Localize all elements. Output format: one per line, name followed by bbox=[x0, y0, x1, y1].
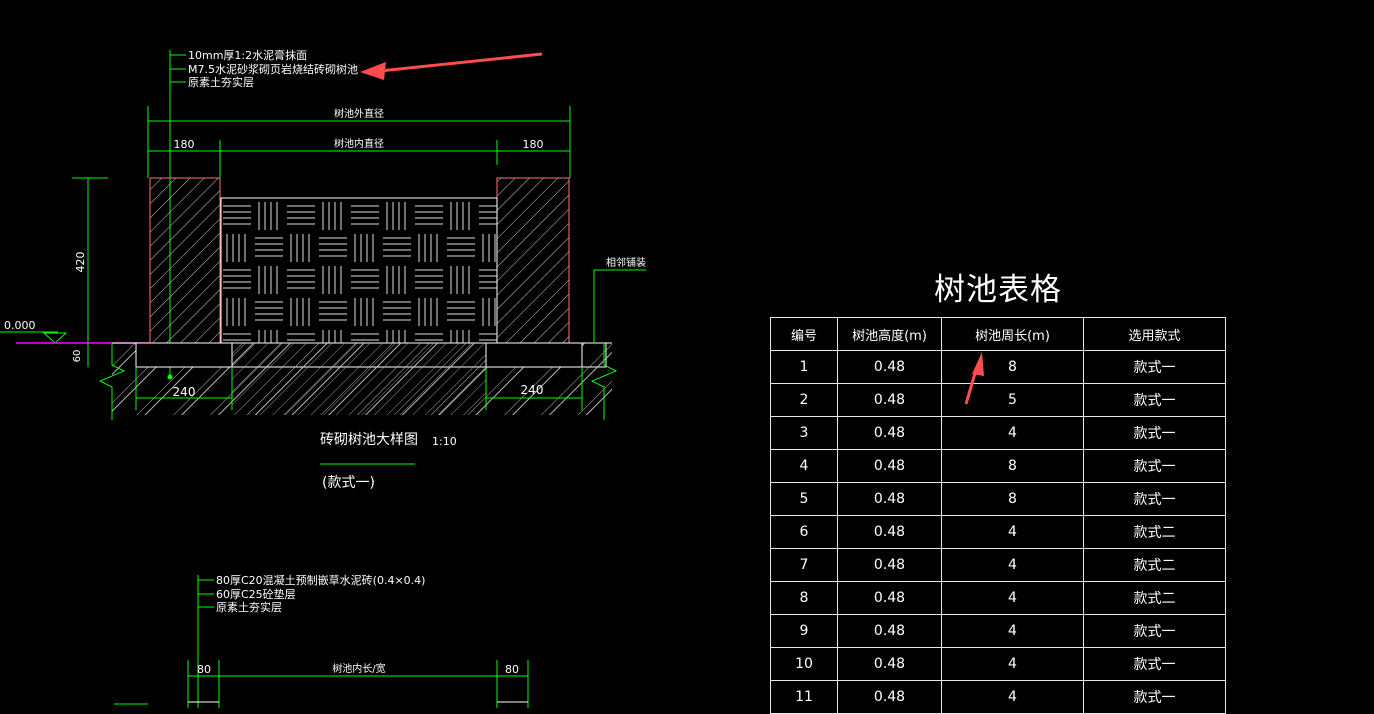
dim-height: 420 60 bbox=[72, 177, 108, 367]
detail2-inner-label: 树池内长/宽 bbox=[332, 662, 385, 675]
brick-wall-right bbox=[496, 177, 570, 344]
table-header-row: 编号 树池高度(m) 树池周长(m) 选用款式 bbox=[770, 317, 1226, 351]
brick-wall-left bbox=[149, 177, 221, 344]
elevation-marker: 0.000 bbox=[0, 319, 68, 344]
detail2: 80厚C20混凝土预制嵌草水泥砖(0.4×0.4) 60厚C25砼垫层 原素土夯… bbox=[114, 573, 529, 708]
dim-foot-left: 240 bbox=[173, 385, 196, 399]
header-height: 树池高度(m) bbox=[837, 317, 942, 351]
note-1: 10mm厚1:2水泥膏抹面 bbox=[188, 48, 307, 62]
header-style: 选用款式 bbox=[1083, 317, 1226, 351]
dim-foot: 240 240 bbox=[135, 367, 583, 410]
annotation-arrow bbox=[360, 52, 543, 80]
detail-scale: 1:10 bbox=[432, 435, 457, 448]
detail2-note-3: 原素土夯实层 bbox=[216, 600, 282, 614]
dim-row-2: 180 树池内直径 180 bbox=[148, 137, 570, 198]
detail2-dim-right: 80 bbox=[505, 663, 519, 676]
outer-diameter-label: 树池外直径 bbox=[334, 107, 384, 120]
inner-diameter-label: 树池内直径 bbox=[334, 137, 384, 150]
detail2-dim-left: 80 bbox=[197, 663, 211, 676]
paving-leader: 相邻铺装 bbox=[593, 256, 646, 343]
table-title: 树池表格 bbox=[934, 272, 1062, 308]
header-perimeter: 树池周长(m) bbox=[941, 317, 1084, 351]
paving-note: 相邻铺装 bbox=[606, 256, 646, 269]
dim-wall-right: 180 bbox=[523, 138, 544, 151]
header-number: 编号 bbox=[770, 317, 838, 351]
detail2-note-2: 60厚C25砼垫层 bbox=[216, 587, 296, 601]
detail1: 10mm厚1:2水泥膏抹面 M7.5水泥砂浆砌页岩烧结砖砌树池 原素土夯实层 树… bbox=[0, 48, 646, 491]
dim-height-value: 420 bbox=[74, 252, 87, 273]
dim-base-value: 60 bbox=[72, 350, 83, 363]
elevation-value: 0.000 bbox=[4, 319, 36, 332]
break-line-left bbox=[98, 343, 126, 420]
note-3: 原素土夯实层 bbox=[188, 75, 254, 89]
dim-wall-left: 180 bbox=[174, 138, 195, 151]
paving-fill bbox=[220, 197, 498, 344]
break-line-right bbox=[590, 343, 618, 420]
detail-title: 砖砌树池大样图 bbox=[320, 432, 418, 448]
note-2: M7.5水泥砂浆砌页岩烧结砖砌树池 bbox=[188, 62, 358, 76]
detail-subtitle: (款式一) bbox=[322, 475, 375, 491]
detail2-note-1: 80厚C20混凝土预制嵌草水泥砖(0.4×0.4) bbox=[216, 573, 425, 587]
dim-foot-right: 240 bbox=[521, 383, 544, 397]
dim-outer-diameter: 树池外直径 bbox=[147, 106, 571, 178]
